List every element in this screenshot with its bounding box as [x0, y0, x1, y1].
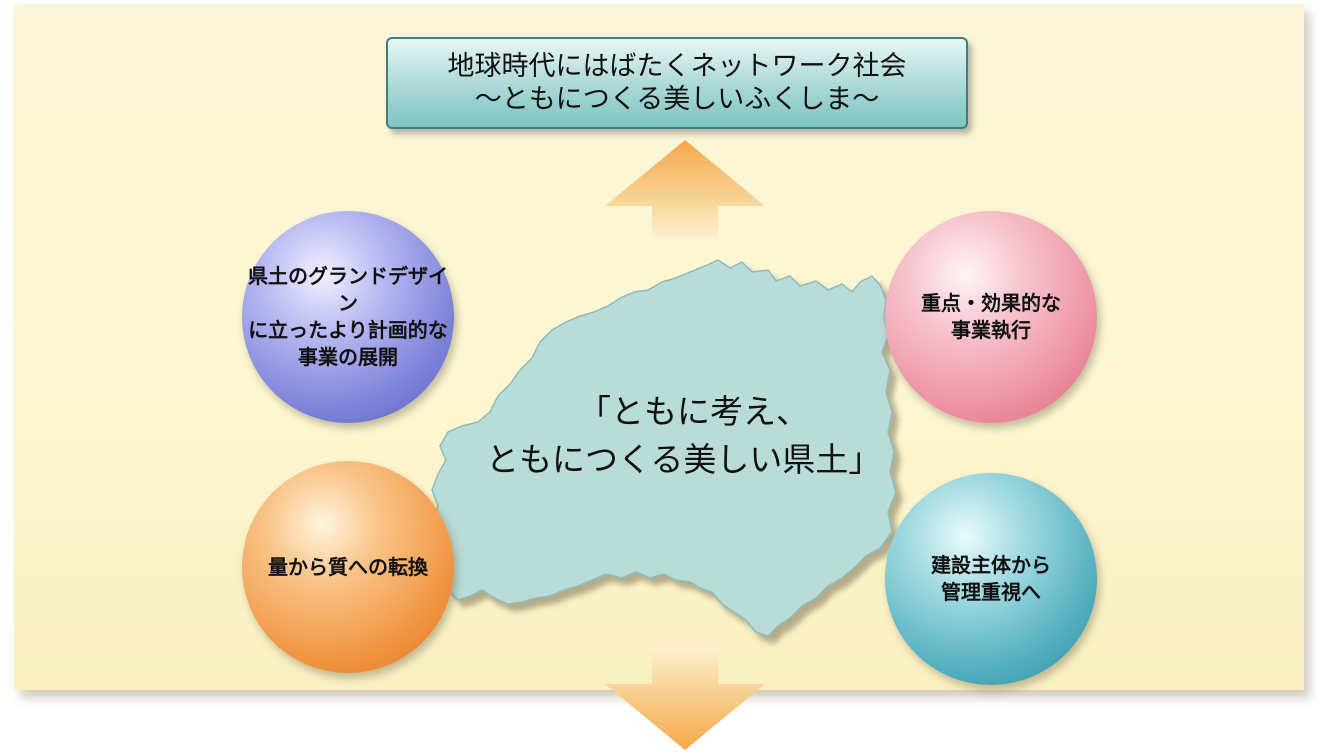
principle-text-management: 建設主体から 管理重視へ: [931, 553, 1051, 604]
principle-text-grand-design: 県土のグランドデザイン に立ったより計画的な 事業の展開: [248, 264, 448, 369]
center-slogan-line-1: 「ともに考え、: [578, 392, 809, 431]
principle-ball-quality: 量から質への転換: [242, 461, 454, 673]
principle-text-quality: 量から質への転換: [268, 554, 428, 579]
principle-ball-effective-execution: 重点・効果的な 事業執行: [885, 211, 1097, 423]
vision-title-line-2: 〜ともにつくる美しいふくしま〜: [474, 84, 880, 115]
center-slogan: 「ともに考え、 ともにつくる美しい県土」: [486, 388, 882, 484]
vision-title-line-1: 地球時代にはばたくネットワーク社会: [447, 51, 907, 82]
down-arrow-icon: [605, 648, 765, 750]
principle-ball-management: 建設主体から 管理重視へ: [885, 473, 1097, 685]
center-slogan-line-2: ともにつくる美しい県土」: [486, 440, 882, 479]
vision-title-box: 地球時代にはばたくネットワーク社会 〜ともにつくる美しいふくしま〜: [386, 37, 968, 129]
principle-text-effective-execution: 重点・効果的な 事業執行: [921, 291, 1061, 342]
principle-ball-grand-design: 県土のグランドデザイン に立ったより計画的な 事業の展開: [242, 211, 454, 423]
up-arrow-icon: [605, 140, 765, 238]
